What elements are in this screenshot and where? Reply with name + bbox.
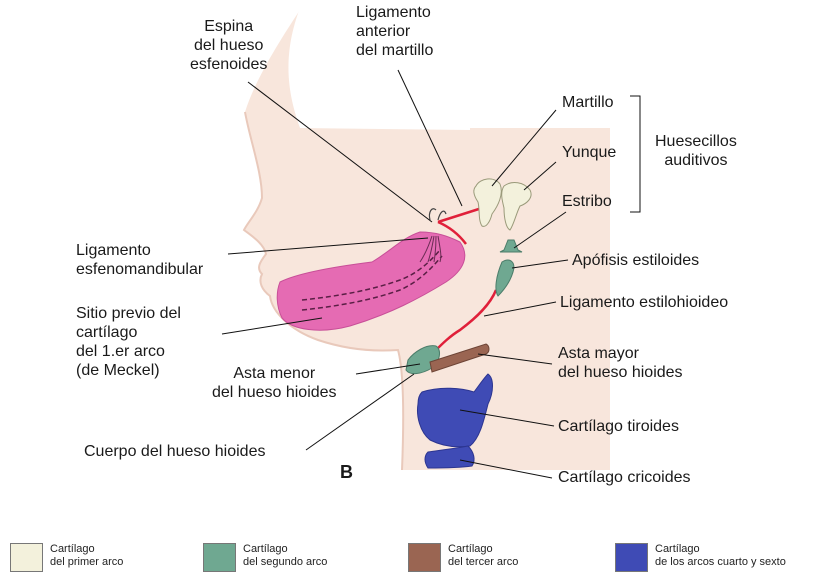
legend-text: Cartílago del primer arco: [50, 543, 123, 569]
legend-text: Cartílago del tercer arco: [448, 543, 518, 569]
label-line: Ligamento: [76, 241, 203, 260]
legend-swatch: [408, 543, 441, 572]
label-asta-menor: Asta menor del hueso hioides: [212, 364, 337, 402]
legend-swatch: [615, 543, 648, 572]
label-line: Ligamento: [356, 3, 433, 22]
legend-line2: del primer arco: [50, 556, 123, 569]
label-lig-esfeno: Ligamento esfenomandibular: [76, 241, 203, 279]
label-cricoides: Cartílago cricoides: [558, 468, 691, 487]
label-lig-estilo: Ligamento estilohioideo: [560, 293, 728, 312]
label-cuerpo: Cuerpo del hueso hioides: [84, 442, 265, 461]
figure-letter: B: [340, 462, 353, 483]
label-huesecillos: Huesecillos auditivos: [655, 132, 737, 170]
label-line: Asta mayor: [558, 344, 683, 363]
legend-line1: Cartílago: [243, 543, 327, 556]
label-line: del hueso: [190, 36, 267, 55]
label-line: auditivos: [655, 151, 737, 170]
legend-line1: Cartílago: [448, 543, 518, 556]
label-line: cartílago: [76, 323, 181, 342]
label-line: anterior: [356, 22, 433, 41]
label-line: del hueso hioides: [558, 363, 683, 382]
legend-line2: del tercer arco: [448, 556, 518, 569]
legend-line1: Cartílago: [50, 543, 123, 556]
label-apofisis: Apófisis estiloides: [572, 251, 699, 270]
label-line: del hueso hioides: [212, 383, 337, 402]
label-lig-anterior: Ligamento anterior del martillo: [356, 3, 433, 60]
label-line: del martillo: [356, 41, 433, 60]
legend-line1: Cartílago: [655, 543, 786, 556]
legend-swatch: [10, 543, 43, 572]
label-line: Espina: [190, 17, 267, 36]
legend-text: Cartílago de los arcos cuarto y sexto: [655, 543, 786, 569]
label-line: Asta menor: [212, 364, 337, 383]
label-line: esfenoides: [190, 55, 267, 74]
label-yunque: Yunque: [562, 143, 616, 162]
label-sitio: Sitio previo del cartílago del 1.er arco…: [76, 304, 181, 380]
legend-line2: del segundo arco: [243, 556, 327, 569]
legend-line2: de los arcos cuarto y sexto: [655, 556, 786, 569]
label-asta-mayor: Asta mayor del hueso hioides: [558, 344, 683, 382]
ossicles-bracket: [630, 96, 640, 212]
legend-swatch: [203, 543, 236, 572]
label-martillo: Martillo: [562, 93, 614, 112]
legend-text: Cartílago del segundo arco: [243, 543, 327, 569]
label-line: Sitio previo del: [76, 304, 181, 323]
label-espina: Espina del hueso esfenoides: [190, 17, 267, 74]
label-line: esfenomandibular: [76, 260, 203, 279]
label-tiroides: Cartílago tiroides: [558, 417, 679, 436]
label-line: Huesecillos: [655, 132, 737, 151]
label-line: del 1.er arco: [76, 342, 181, 361]
label-estribo: Estribo: [562, 192, 612, 211]
label-line: (de Meckel): [76, 361, 181, 380]
